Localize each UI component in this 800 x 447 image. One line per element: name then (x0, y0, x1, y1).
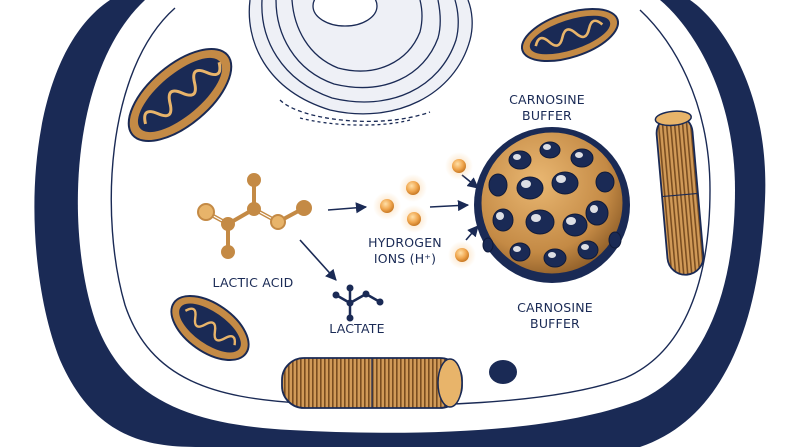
nucleus (248, 0, 473, 126)
hydrogen-ions-label-line2: IONS (H⁺) (374, 251, 436, 266)
vesicle (489, 360, 517, 384)
lactic-acid-label: LACTIC ACID (213, 275, 294, 290)
lactate-label: LACTATE (329, 321, 385, 336)
lactic-acid-molecule (197, 173, 312, 259)
arrow-lactic-to-ions (327, 202, 368, 214)
arrow-lactic-to-lactate (299, 239, 337, 281)
myofibril-right (654, 110, 705, 276)
arrow-ion-bottom-to-buffer (465, 225, 479, 241)
arrow-ions-to-buffer (429, 199, 470, 212)
mitochondrion-bottom-left (170, 295, 250, 361)
carnosine-top-label-line2: BUFFER (522, 108, 572, 123)
carnosine-top-label-line1: CARNOSINE (509, 92, 585, 107)
lactate-molecule (332, 284, 384, 322)
carnosine-bottom-label-line1: CARNOSINE (517, 300, 593, 315)
hydrogen-ions-label-line1: HYDROGEN (368, 235, 442, 250)
mitochondrion-top-left (127, 47, 233, 143)
carnosine-buffer-sphere (474, 127, 630, 283)
carnosine-bottom-label-line2: BUFFER (530, 316, 580, 331)
hydrogen-ions (373, 152, 476, 269)
myofibril-bottom (281, 357, 463, 409)
mitochondrion-top-right (520, 7, 620, 63)
